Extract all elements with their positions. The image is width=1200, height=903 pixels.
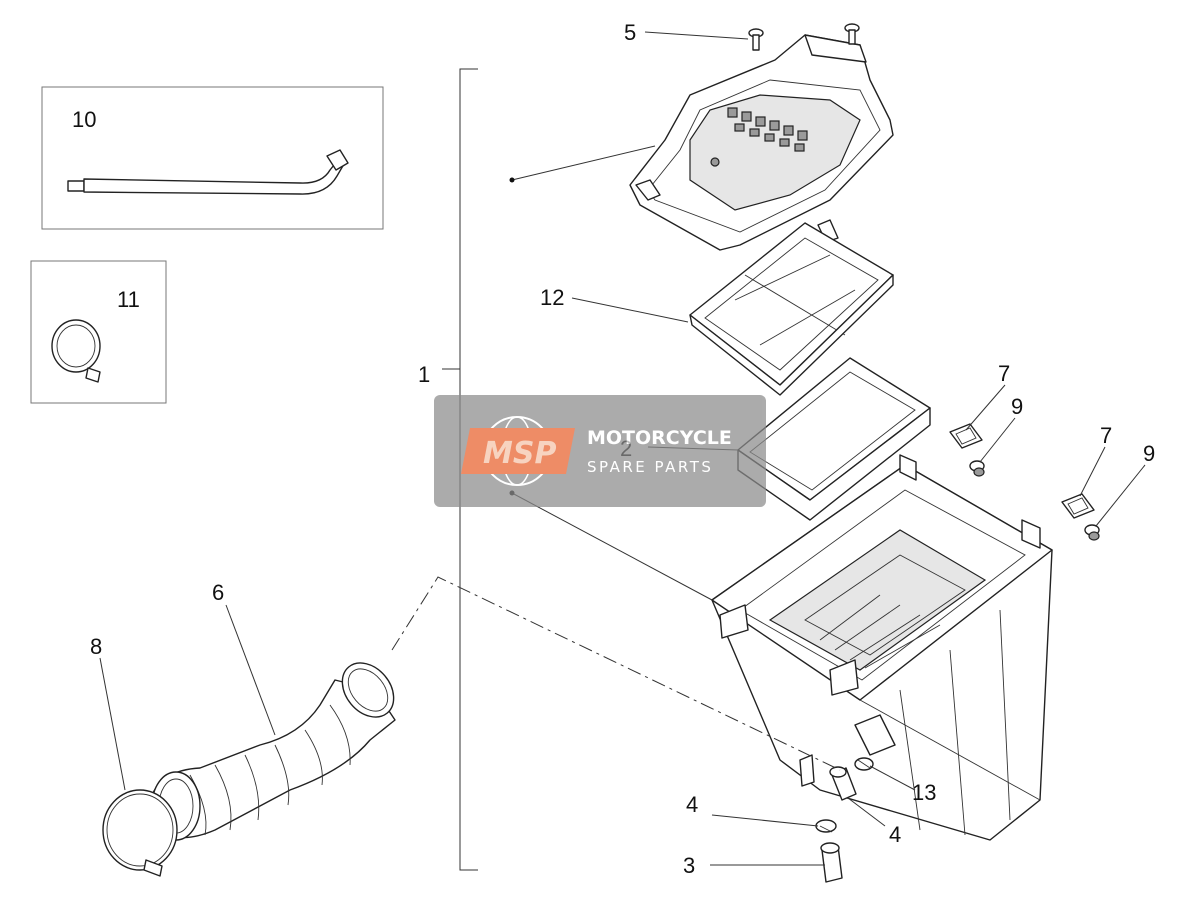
plug-4-right <box>829 766 857 801</box>
callout-7-left: 7 <box>998 361 1010 386</box>
callout-1: 1 <box>418 362 430 387</box>
callout-5: 5 <box>624 20 636 45</box>
clip-7-left <box>949 423 983 449</box>
callout-9-left: 9 <box>1011 394 1023 419</box>
callout-12: 12 <box>540 285 564 310</box>
cover-label-icons <box>710 107 808 167</box>
screw-9-right <box>1084 524 1100 541</box>
watermark-line1: MOTORCYCLE <box>587 427 732 449</box>
watermark-line2: SPARE PARTS <box>587 458 713 476</box>
callout-11: 11 <box>117 287 140 312</box>
part-10-box <box>41 86 384 230</box>
watermark: MSP MOTORCYCLE SPARE PARTS <box>434 395 766 507</box>
intake-duct <box>149 662 396 841</box>
callout-9-right: 9 <box>1143 441 1155 466</box>
callout-7-right: 7 <box>1100 423 1112 448</box>
drain-tube-3 <box>820 842 843 883</box>
callout-4-left: 4 <box>686 792 698 817</box>
screw-9-left <box>969 460 985 477</box>
callout-6: 6 <box>212 580 224 605</box>
callout-3: 3 <box>683 853 695 878</box>
leader-lines <box>99 31 1146 866</box>
watermark-logo-text: MSP <box>483 436 556 471</box>
filter-element <box>737 357 931 521</box>
part-11-box <box>30 260 167 404</box>
callout-13: 13 <box>912 780 936 805</box>
clamp-13 <box>854 757 874 771</box>
callout-10: 10 <box>72 107 96 132</box>
hose-clamp-8 <box>102 789 178 877</box>
airbox-cover <box>629 34 894 251</box>
watermark-logo-badge <box>461 428 575 474</box>
screws-5 <box>748 23 860 51</box>
clip-7-right <box>1061 493 1095 519</box>
airbox-body <box>711 454 1053 841</box>
callout-8: 8 <box>90 634 102 659</box>
callout-4-right: 4 <box>889 822 901 847</box>
filter-frame <box>689 222 894 396</box>
hose-clip-4-lower <box>815 819 837 833</box>
